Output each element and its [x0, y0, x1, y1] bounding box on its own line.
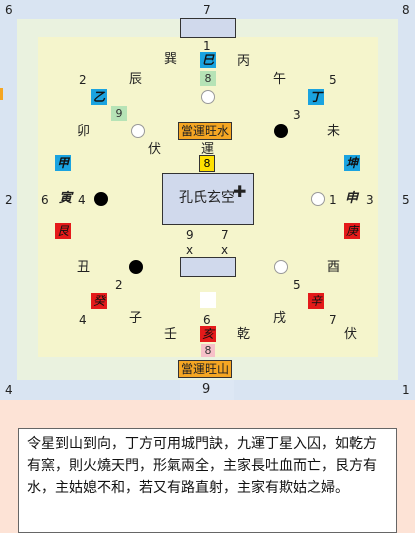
- num-7-center: 7: [221, 228, 229, 242]
- top-num: 1: [203, 39, 211, 53]
- label-xin: 辛: [308, 293, 324, 309]
- label-gui: 癸: [91, 293, 107, 309]
- x-left: x: [186, 243, 194, 257]
- lower-center-box[interactable]: [180, 257, 236, 277]
- num-4-lower: 4: [79, 313, 87, 327]
- num-3-right: 3: [366, 193, 374, 207]
- label-mao: 卯: [77, 124, 91, 139]
- num-6-left: 6: [41, 193, 49, 207]
- label-wei: 未: [327, 124, 341, 139]
- num-2-lower: 2: [115, 278, 123, 292]
- pink-8: 8: [201, 344, 215, 357]
- description-box: 令星到山到向，丁方可用城門訣，九運丁星入囚，如乾方有窯，則火燒天門，形氣兩全，主…: [18, 428, 397, 533]
- num-6-bottom: 6: [203, 313, 211, 327]
- num-1-right: 1: [329, 193, 337, 207]
- num-4-left: 4: [78, 193, 86, 207]
- white-square: [200, 292, 216, 308]
- corner-right-mid: 5: [402, 193, 410, 207]
- corner-bottom-left: 4: [5, 383, 13, 397]
- label-you: 酉: [327, 260, 341, 275]
- banner-mountain: 當運旺山: [178, 360, 233, 378]
- label-xun: 巽: [164, 52, 178, 67]
- label-yin: 寅: [59, 191, 73, 206]
- label-gen: 艮: [55, 223, 71, 239]
- yellow-8: 8: [199, 155, 215, 172]
- circle-black-right: [274, 124, 288, 138]
- label-ren: 壬: [164, 327, 178, 342]
- label-xu: 戌: [273, 311, 287, 326]
- center-label: 孔氏玄空: [179, 190, 235, 206]
- corner-left-mid: 2: [5, 193, 13, 207]
- left-strip: [0, 0, 17, 400]
- banner-water: 當運旺水: [178, 122, 233, 140]
- label-hai: 亥: [200, 326, 216, 342]
- circle-black-lower: [129, 260, 143, 274]
- label-chen: 辰: [129, 72, 143, 87]
- label-zi: 子: [129, 311, 143, 326]
- num-5-ur: 5: [329, 73, 337, 87]
- top-box[interactable]: [180, 18, 236, 38]
- label-geng: 庚: [344, 223, 360, 239]
- circle-open-right-mid: [311, 192, 325, 206]
- bottom-center-cell: [180, 380, 234, 400]
- num-5-lower: 5: [293, 278, 301, 292]
- center-box[interactable]: [162, 173, 254, 225]
- description-text: 令星到山到向，丁方可用城門訣，九運丁星入囚，如乾方有窯，則火燒天門，形氣兩全，主…: [27, 436, 377, 496]
- label-chou: 丑: [77, 260, 91, 275]
- num-9-center: 9: [186, 228, 194, 242]
- right-strip: [398, 0, 415, 400]
- corner-top-right: 8: [402, 3, 410, 17]
- num-2-ul: 2: [79, 73, 87, 87]
- corner-bottom-right: 1: [402, 383, 410, 397]
- label-qian: 乾: [237, 327, 251, 342]
- corner-bottom-center: 9: [202, 382, 211, 397]
- corner-top-left: 6: [5, 3, 13, 17]
- label-yi: 乙: [91, 89, 107, 105]
- corner-top-center: 7: [203, 3, 211, 17]
- label-shen: 申: [345, 191, 359, 206]
- label-kun: 坤: [344, 155, 360, 171]
- top-strip: [0, 0, 415, 19]
- circle-black-left: [94, 192, 108, 206]
- num-3-upper: 3: [293, 108, 301, 122]
- label-ding: 丁: [308, 89, 324, 105]
- label-fu-upper: 伏: [148, 142, 162, 157]
- green-8: 8: [200, 71, 216, 86]
- num-7-lower: 7: [329, 313, 337, 327]
- circle-open-left: [131, 124, 145, 138]
- cursor-cross: ✚: [233, 182, 247, 201]
- label-wu: 午: [273, 72, 287, 87]
- x-right: x: [221, 243, 229, 257]
- label-yun: 運: [201, 142, 215, 157]
- left-edge-marker: [0, 88, 3, 100]
- circle-open-top: [201, 90, 215, 104]
- label-jia: 甲: [55, 155, 71, 171]
- green-9: 9: [111, 106, 127, 121]
- circle-open-lower: [274, 260, 288, 274]
- label-fu-lower: 伏: [344, 327, 358, 342]
- label-si: 巳: [200, 52, 216, 68]
- label-bing: 丙: [237, 54, 251, 69]
